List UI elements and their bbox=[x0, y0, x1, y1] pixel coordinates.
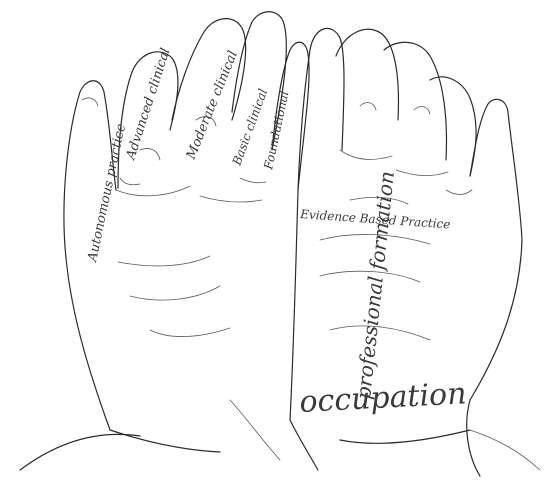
label-professional-formation: professional formation bbox=[351, 170, 399, 401]
label-advanced-clinical: Advanced clinical bbox=[123, 46, 173, 162]
label-occupation: occupation bbox=[299, 376, 468, 420]
label-autonomous-practice: Autonomous practice bbox=[85, 122, 129, 264]
left-hand-drawing bbox=[20, 12, 309, 470]
labels: Autonomous practice Advanced clinical Mo… bbox=[85, 46, 467, 420]
